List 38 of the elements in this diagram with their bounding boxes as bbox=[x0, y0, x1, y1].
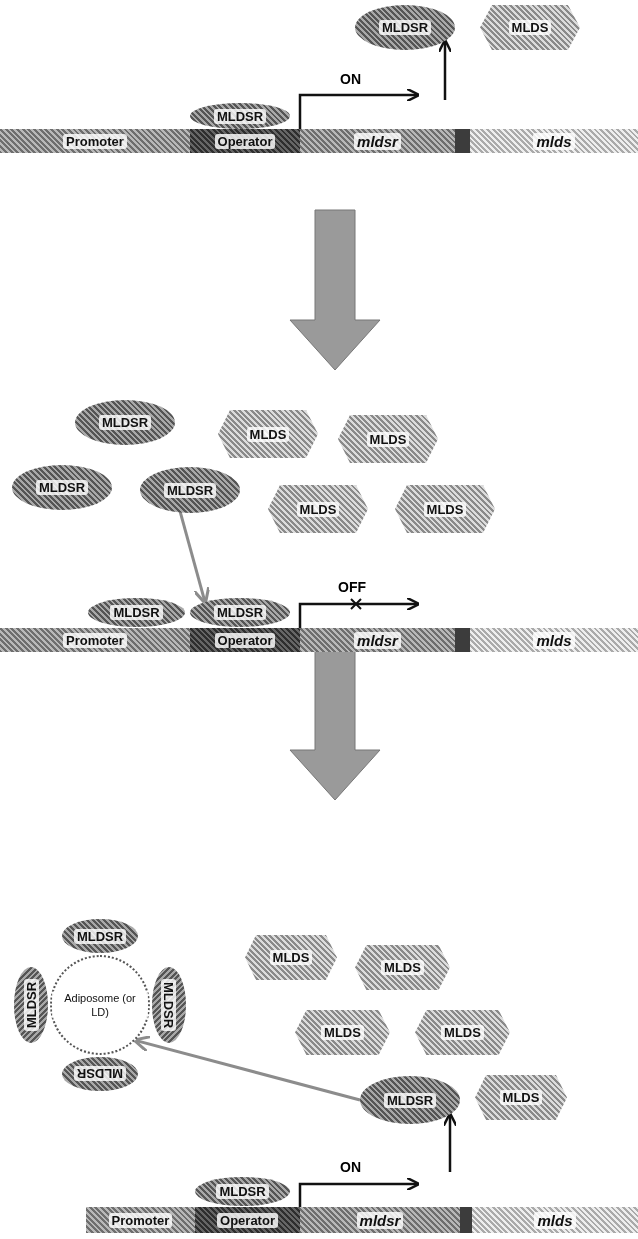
protein-ellipse: MLDSR bbox=[190, 103, 290, 129]
gene-segment: mldsr bbox=[300, 1207, 460, 1233]
gene-segment: mlds bbox=[470, 628, 638, 652]
gene-segment: Promoter bbox=[0, 129, 190, 153]
protein-ellipse: MLDSR bbox=[88, 598, 185, 627]
gene-segment bbox=[455, 628, 470, 652]
protein-ellipse: MLDSR bbox=[75, 400, 175, 445]
lipid-droplet-circle: Adiposome (or LD) bbox=[50, 955, 150, 1055]
arrow bbox=[132, 1035, 361, 1102]
protein-ellipse: MLDSR bbox=[12, 465, 112, 510]
protein-ellipse: MLDSR bbox=[190, 598, 290, 627]
gene-segment: mldsr bbox=[300, 129, 455, 153]
edge-label: ON bbox=[338, 1160, 363, 1174]
operator-segment: Operator bbox=[190, 129, 300, 153]
protein-ellipse: MLDSR bbox=[152, 967, 186, 1043]
gene-segment: mlds bbox=[472, 1207, 638, 1233]
protein-ellipse: MLDSR bbox=[62, 919, 138, 953]
gene-segment: mldsr bbox=[300, 628, 455, 652]
arrow bbox=[437, 38, 453, 100]
protein-ellipse: MLDSR bbox=[355, 5, 455, 50]
gene-segment bbox=[455, 129, 470, 153]
operator-segment: Operator bbox=[195, 1207, 300, 1233]
gene-segment: mlds bbox=[470, 129, 638, 153]
edge-label: ON bbox=[338, 72, 363, 86]
arrow bbox=[442, 1111, 458, 1172]
gene-segment: Promoter bbox=[0, 628, 190, 652]
edge-label: OFF bbox=[336, 580, 368, 594]
protein-ellipse: MLDSR bbox=[62, 1057, 138, 1091]
protein-ellipse: MLDSR bbox=[195, 1177, 290, 1206]
arrow bbox=[298, 87, 421, 129]
arrow bbox=[298, 596, 421, 628]
protein-ellipse: MLDSR bbox=[140, 467, 240, 513]
protein-ellipse: MLDSR bbox=[360, 1076, 460, 1124]
operator-segment: Operator bbox=[190, 628, 300, 652]
arrow bbox=[298, 1176, 421, 1207]
gene-segment: Promoter bbox=[86, 1207, 195, 1233]
gene-segment bbox=[460, 1207, 472, 1233]
protein-ellipse: MLDSR bbox=[14, 967, 48, 1043]
